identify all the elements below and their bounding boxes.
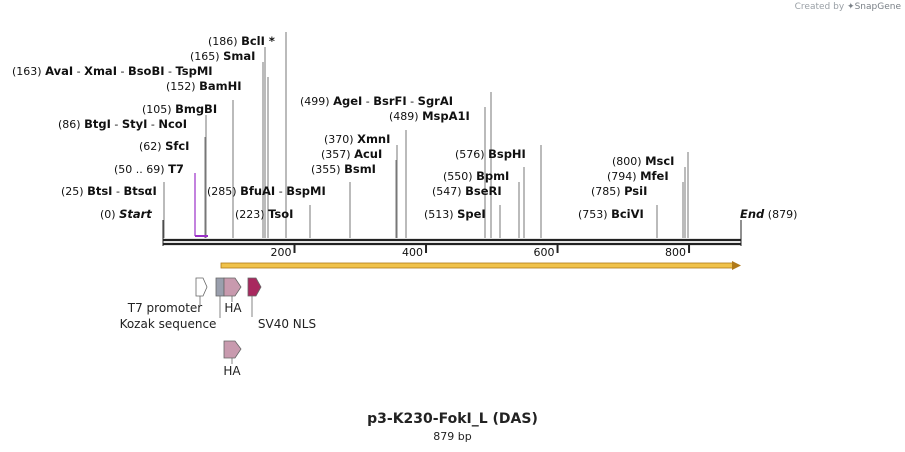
site-label-bfuai[interactable]: (285) BfuAI - BspMI [207,182,351,238]
site-label-bsmi[interactable]: (355) BsmI [311,160,397,238]
site-label-agei[interactable]: (499) AgeI - BsrFI - SgrAI [300,92,492,238]
ruler-tick-label: 800 [665,246,686,259]
feature-label: Kozak sequence [120,317,217,331]
plasmid-title: p3-K230-FokI_L (DAS) [367,411,538,427]
feature-shape [215,277,225,297]
site-label-bmgbi[interactable]: (105) BmgBI [142,100,234,238]
feature-t7-promoter[interactable]: T7 promoter [127,277,208,315]
site-label-xmni[interactable]: (370) XmnI [324,130,407,238]
feature-shape [247,277,262,297]
site-label-acui[interactable]: (357) AcuI [321,145,398,238]
site-text: (165) SmaI [190,49,255,63]
snapgene-logo: ✦SnapGene [847,2,901,12]
orf-bar[interactable] [220,262,734,269]
site-text: (25) BtsI - BtsαI [61,184,157,198]
ruler-tick-label: 200 [271,246,292,259]
site-label-mspa1i[interactable]: (489) MspA1I [389,107,486,238]
site-label-mfei[interactable]: (794) MfeI [607,167,686,238]
site-label-bsphi[interactable]: (576) BspHI [455,145,542,238]
site-label-psii[interactable]: (785) PsiI [591,182,684,238]
site-label-t7[interactable]: (50 .. 69) T7 [114,162,208,237]
feature-shape [195,277,208,297]
site-label-avai[interactable]: (163) AvaI - XmaI - BsoBI - TspMI [12,62,264,238]
site-label-msci[interactable]: (800) MscI [612,152,689,238]
feature-label: T7 promoter [127,301,203,315]
site-label-end[interactable]: End (879) [740,207,797,221]
site-text: (62) SfcI [139,139,189,153]
site-text: (576) BspHI [455,147,526,161]
site-text: (163) AvaI - XmaI - BsoBI - TspMI [12,64,213,78]
site-label-bseri[interactable]: (547) BseRI [432,182,520,238]
site-text: (785) PsiI [591,184,647,198]
site-text: (152) BamHI [166,79,242,93]
feature-shape [223,277,242,297]
site-label-btgi[interactable]: (86) BtgI - StyI - NcoI [58,115,207,238]
site-text: (499) AgeI - BsrFI - SgrAI [300,94,453,108]
feature-label: SV40 NLS [258,317,316,331]
site-text: End (879) [740,207,797,221]
site-text: (794) MfeI [607,169,669,183]
site-text: (186) BclI * [208,34,275,48]
site-text: (370) XmnI [324,132,390,146]
orf-arrowhead [732,261,741,270]
site-label-bpmi[interactable]: (550) BpmI [443,167,525,238]
ruler-tick-label: 600 [534,246,555,259]
site-label-tsoi[interactable]: (223) TsoI [235,205,311,238]
feature-sv40-nls[interactable]: SV40 NLS [247,277,316,331]
site-text: (489) MspA1I [389,109,470,123]
feature-ha[interactable]: HA [223,277,242,315]
site-label-bamhi[interactable]: (152) BamHI [166,77,269,238]
site-text: (285) BfuAI - BspMI [207,184,326,198]
ruler-tick-label: 400 [402,246,423,259]
site-text: (0) Start [100,207,152,221]
site-label-sfci[interactable]: (62) SfcI [139,137,206,238]
feature-label: HA [223,364,241,378]
plasmid-length: 879 bp [433,430,472,443]
site-text: (550) BpmI [443,169,509,183]
site-text: (223) TsoI [235,207,293,221]
site-label-smai[interactable]: (165) SmaI [190,47,266,238]
site-text: (355) BsmI [311,162,376,176]
site-label-btsi[interactable]: (25) BtsI - BtsαI [61,182,165,238]
site-text: (753) BciVI [578,207,644,221]
feature-label: HA [224,301,242,315]
snapgene-credit: Created by ✦SnapGene [795,2,901,12]
credit-brand: SnapGene [854,2,901,12]
feature-ha[interactable]: HA [223,340,242,378]
site-text: (50 .. 69) T7 [114,162,184,176]
feature-kozak-sequence[interactable]: Kozak sequence [120,277,225,331]
site-text: (105) BmgBI [142,102,217,116]
site-text: (86) BtgI - StyI - NcoI [58,117,187,131]
site-label-start[interactable]: (0) Start [100,207,152,221]
site-text: (800) MscI [612,154,674,168]
site-label-spei[interactable]: (513) SpeI [424,205,501,238]
site-label-bcli-[interactable]: (186) BclI * [208,32,287,238]
site-text: (357) AcuI [321,147,382,161]
site-label-bcivi[interactable]: (753) BciVI [578,205,658,238]
site-text: (513) SpeI [424,207,486,221]
credit-prefix: Created by [794,2,845,12]
feature-shape [223,340,242,359]
site-text: (547) BseRI [432,184,502,198]
